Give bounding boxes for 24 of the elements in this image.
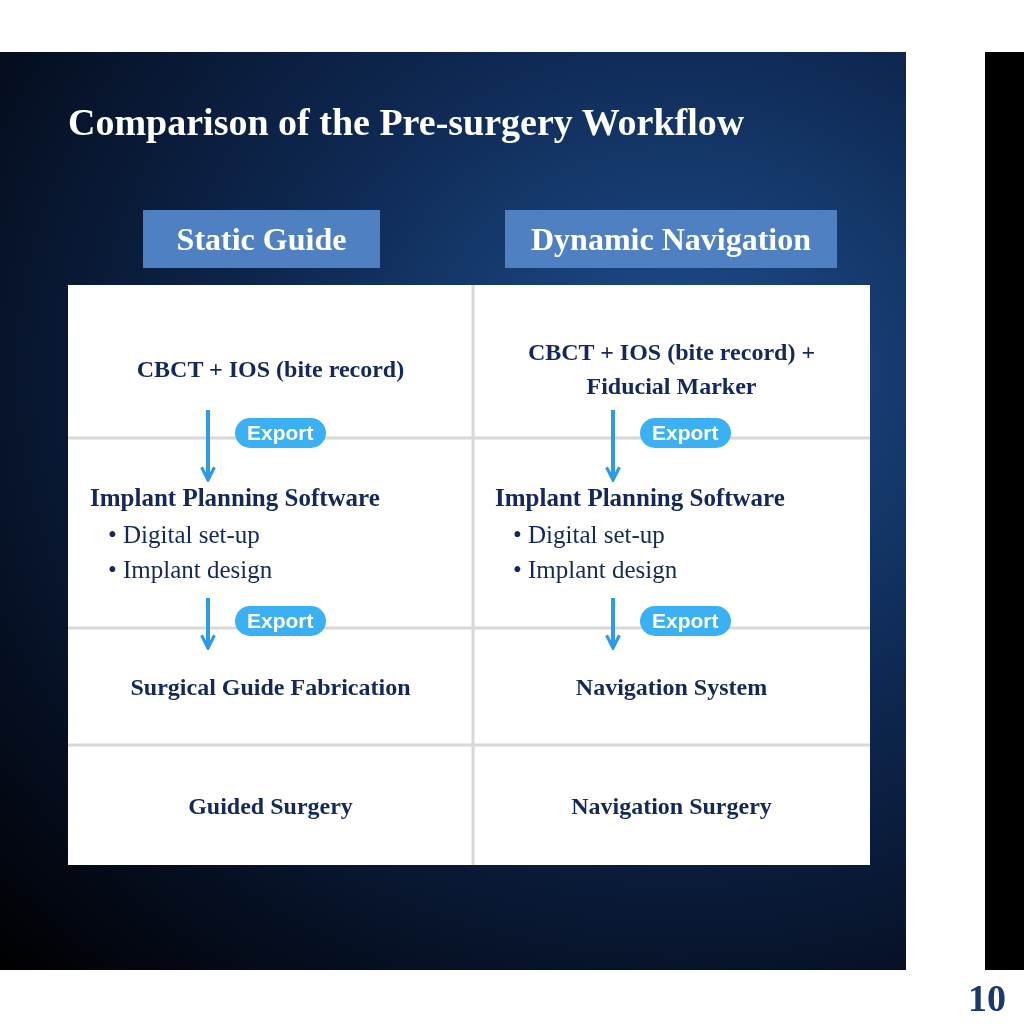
bullet-item: • Implant design xyxy=(108,555,273,585)
bullet-item: • Digital set-up xyxy=(108,520,261,550)
step-heading: Implant Planning Software xyxy=(495,483,785,513)
page-number: 10 xyxy=(968,976,1006,1020)
arrow xyxy=(200,598,216,650)
slide-title: Comparison of the Pre-surgery Workflow xyxy=(68,100,745,144)
edge-label: Export xyxy=(640,418,731,448)
arrow xyxy=(605,410,621,482)
step-text: Guided Surgery xyxy=(68,767,473,847)
step-text: CBCT + IOS (bite record) xyxy=(68,330,473,410)
step-text: Navigation Surgery xyxy=(473,767,870,847)
arrow xyxy=(200,410,216,482)
edge-label: Export xyxy=(640,606,731,636)
column-header: Dynamic Navigation xyxy=(505,210,837,268)
edge-label: Export xyxy=(235,606,326,636)
step-heading: Implant Planning Software xyxy=(90,483,380,513)
bullet-item: • Implant design xyxy=(513,555,678,585)
edge-label: Export xyxy=(235,418,326,448)
step-text: CBCT + IOS (bite record) + Fiducial Marker xyxy=(473,330,870,410)
column-header: Static Guide xyxy=(143,210,380,268)
step-text: Surgical Guide Fabrication xyxy=(68,648,473,728)
bullet-item: • Digital set-up xyxy=(513,520,666,550)
step-text: Navigation System xyxy=(473,648,870,728)
arrow xyxy=(605,598,621,650)
